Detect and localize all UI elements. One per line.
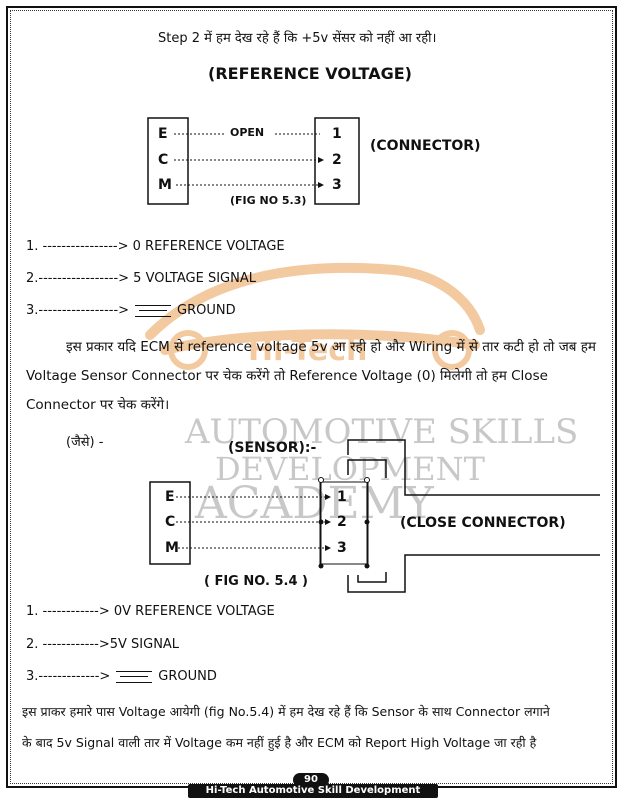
para1-line1: इस प्रकार यदि ECM से reference voltage 5…: [66, 339, 596, 355]
node-c-right: [364, 519, 370, 525]
list2-item-2: 2. ------------>5V SIGNAL: [26, 637, 180, 652]
node-bottom-left: [318, 563, 324, 569]
list1-item-3: 3.----------------->GROUND: [26, 303, 236, 318]
fig1-open-label: OPEN: [230, 126, 265, 139]
example-label: (जैसे) -: [66, 435, 104, 450]
section-title: (REFERENCE VOLTAGE): [208, 64, 412, 83]
node-c-left: [318, 519, 324, 525]
fig2-close-connector-label: (CLOSE CONNECTOR): [400, 515, 566, 531]
connector-shell-top: [347, 439, 600, 496]
ground-symbol: [135, 304, 172, 317]
fig2-pin-m: M: [165, 540, 179, 556]
para1-line3: Connector पर चेक करेंगे।: [26, 397, 170, 413]
arrow-m: [318, 182, 324, 188]
fig2-arrow-m: [325, 545, 331, 551]
list1-item-2: 2.-----------------> 5 VOLTAGE SIGNAL: [26, 271, 256, 286]
node-bottom-right: [364, 563, 370, 569]
ecm-box: [147, 117, 189, 205]
watermark-line3: ACADEMY: [195, 478, 434, 529]
fig1-pin-1: 1: [332, 126, 342, 142]
watermark-line1: AUTOMOTIVE SKILLS: [185, 412, 579, 452]
probe-tip-left: [318, 477, 324, 483]
probe-tip-right: [364, 477, 370, 483]
fig2-pin-e: E: [165, 489, 175, 505]
fig1-pin-e: E: [158, 126, 168, 142]
connector-shell-bottom-inner: [357, 572, 387, 583]
arrow-c: [318, 157, 324, 163]
fig2-caption: ( FIG NO. 5.4 ): [204, 574, 308, 589]
list2-item-3: 3.------------->GROUND: [26, 669, 217, 684]
fig1-pin-3: 3: [332, 177, 342, 193]
fig1-connector-label: (CONNECTOR): [370, 138, 481, 154]
fig1-caption: (FIG NO 5.3): [230, 194, 307, 207]
sensor-box: [149, 481, 191, 565]
connector-box: [314, 117, 360, 205]
wheel-right-watermark: [432, 330, 472, 370]
connector-shell-top-inner: [347, 459, 387, 478]
list1-item-1: 1. ----------------> 0 REFERENCE VOLTAGE: [26, 239, 285, 254]
fig2-sensor-label: (SENSOR):-: [228, 440, 317, 456]
wheel-left-watermark: [168, 330, 208, 370]
connector-shell-bottom: [347, 554, 600, 593]
fig1-pin-2: 2: [332, 152, 342, 168]
list2-item-1: 1. ------------> 0V REFERENCE VOLTAGE: [26, 604, 275, 619]
para2-line1: इस प्राकर हमारे पास Voltage आयेगी (fig N…: [22, 704, 550, 719]
fig2-pin-c: C: [165, 514, 176, 530]
fig2-arrow-e: [325, 494, 331, 500]
fig1-pin-m: M: [158, 177, 172, 193]
page-number: 90: [293, 773, 329, 787]
intro-line: Step 2 में हम देख रहे हैं कि +5v सेंसर क…: [158, 31, 437, 46]
para2-line2: के बाद 5v Signal वाली तार में Voltage कम…: [22, 735, 537, 750]
fig1-pin-c: C: [158, 152, 169, 168]
fig2-arrow-c: [325, 519, 331, 525]
fig2-pin-3: 3: [337, 540, 347, 556]
watermark-logo-text: Hi-Tech: [248, 333, 368, 368]
para1-line2: Voltage Sensor Connector पर चेक करेंगे त…: [26, 368, 548, 384]
ground-symbol-2: [116, 670, 153, 683]
fig2-pin-2: 2: [337, 514, 347, 530]
fig2-pin-1: 1: [337, 489, 347, 505]
footer-academy-bar: Hi-Tech Automotive Skill Development Aca…: [188, 784, 438, 810]
